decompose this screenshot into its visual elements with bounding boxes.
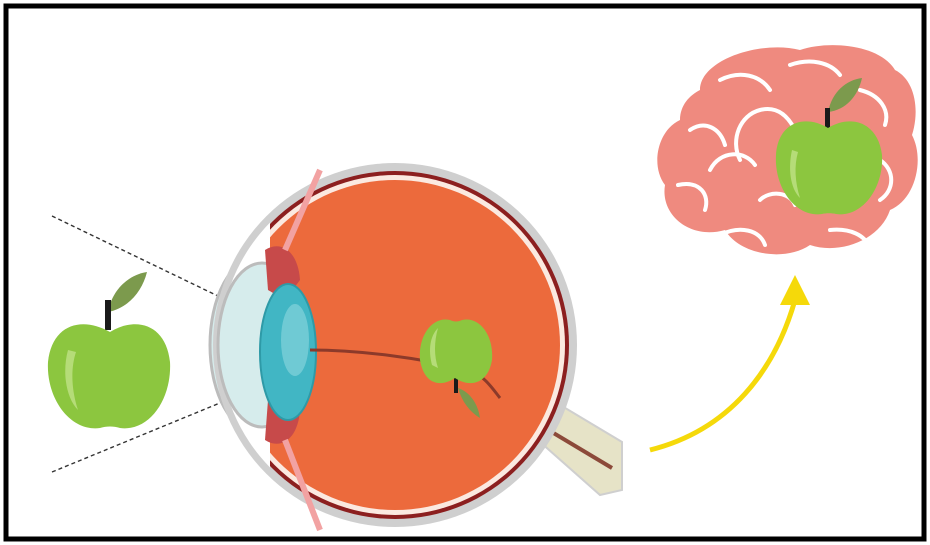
lens-highlight: [281, 304, 309, 376]
arrow-shaft: [650, 300, 795, 450]
object-apple-icon: [48, 272, 170, 428]
eyeball-icon: [200, 160, 622, 530]
arrow-icon: [650, 275, 810, 450]
apple-leaf: [108, 272, 147, 312]
brain-icon: [657, 45, 917, 254]
arrow-head: [780, 275, 810, 305]
brain-apple-stem: [825, 108, 830, 130]
apple-stem: [105, 300, 111, 330]
